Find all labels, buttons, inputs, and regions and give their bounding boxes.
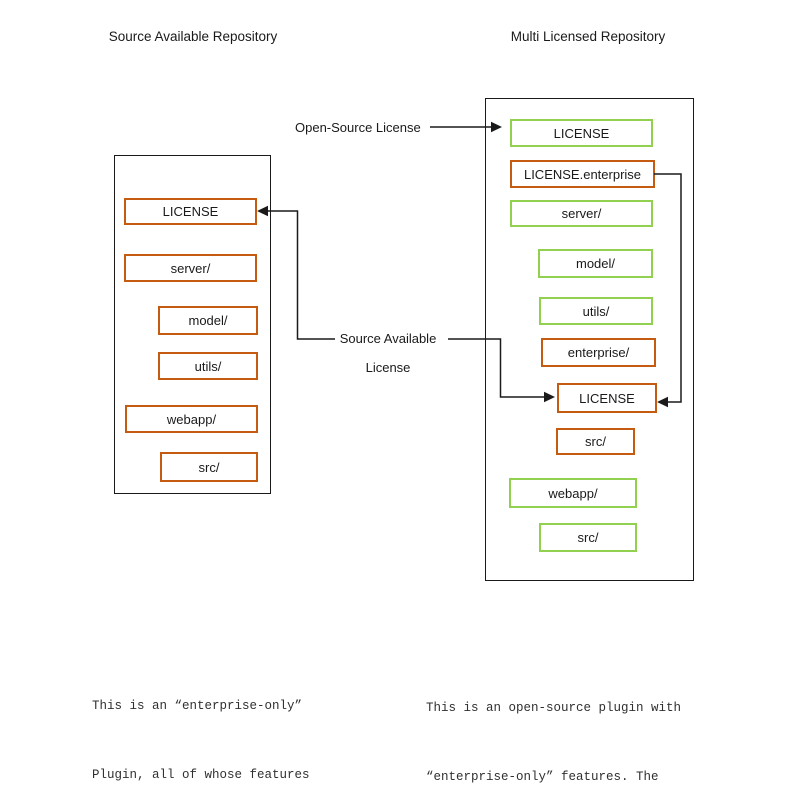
right-box-inner-license: LICENSE xyxy=(557,383,657,413)
source-available-license-label: Source Available License xyxy=(308,331,468,375)
left-box-webapp: webapp/ xyxy=(125,405,258,433)
left-repo-title: Source Available Repository xyxy=(108,29,278,44)
left-box-server: server/ xyxy=(124,254,257,282)
right-box-license: LICENSE xyxy=(510,119,653,147)
right-box-webapp: webapp/ xyxy=(509,478,637,508)
right-box-enterprise-folder: enterprise/ xyxy=(541,338,656,367)
right-box-server: server/ xyxy=(510,200,653,227)
left-box-src: src/ xyxy=(160,452,258,482)
right-repo-title: Multi Licensed Repository xyxy=(510,29,666,44)
open-source-license-label: Open-Source License xyxy=(295,120,421,135)
left-box-model: model/ xyxy=(158,306,258,335)
right-repo-note: This is an open-source plugin with “ente… xyxy=(426,651,681,801)
right-box-utils: utils/ xyxy=(539,297,653,325)
source-available-label-line2: License xyxy=(365,360,411,375)
right-box-src: src/ xyxy=(539,523,637,552)
source-available-label-line1: Source Available xyxy=(339,331,437,346)
right-box-inner-src: src/ xyxy=(556,428,635,455)
left-repo-note: This is an “enterprise-only” Plugin, all… xyxy=(92,649,355,801)
source-available-left-line xyxy=(267,210,335,340)
note-line: “enterprise-only” features. The xyxy=(426,770,659,784)
right-box-license-enterprise: LICENSE.enterprise xyxy=(510,160,655,188)
left-box-utils: utils/ xyxy=(158,352,258,380)
note-line: This is an open-source plugin with xyxy=(426,701,682,715)
right-box-model: model/ xyxy=(538,249,653,278)
note-line: This is an “enterprise-only” xyxy=(92,699,303,713)
left-box-license: LICENSE xyxy=(124,198,257,225)
note-line: Plugin, all of whose features xyxy=(92,768,310,782)
